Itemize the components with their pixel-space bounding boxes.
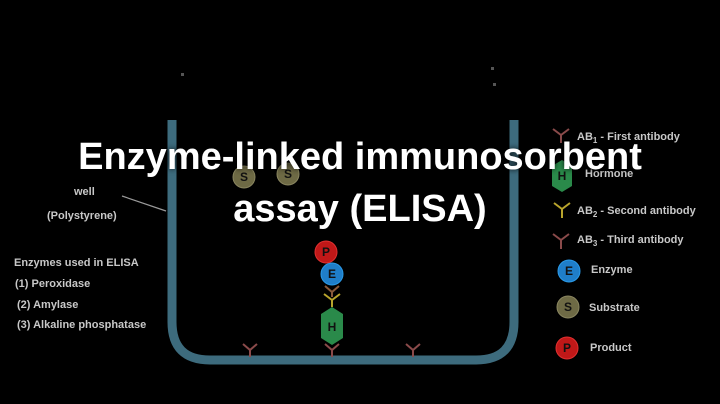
- bottom-antibody-center: [325, 344, 339, 357]
- bottom-antibody-right: [406, 344, 420, 357]
- enzyme-item-peroxidase: (1) Peroxidase: [15, 278, 90, 290]
- enzyme-item-alkaline-phosphatase: (3) Alkaline phosphatase: [17, 319, 146, 331]
- well-top-mark-right: [491, 67, 494, 70]
- enzymes-heading: Enzymes used in ELISA: [14, 257, 139, 269]
- legend-product-letter: P: [563, 341, 571, 355]
- stack-hormone-letter: H: [328, 320, 337, 334]
- legend-ab3-prefix: AB: [577, 234, 593, 246]
- legend-enzyme-letter: E: [565, 264, 573, 278]
- bottom-antibody-left: [243, 344, 257, 357]
- title-line-2: assay (ELISA): [0, 186, 720, 232]
- title-line-1: Enzyme-linked immunosorbent: [0, 134, 720, 180]
- stack-enzyme-letter: E: [328, 267, 336, 281]
- legend-substrate-label: Substrate: [589, 302, 640, 314]
- enzyme-item-amylase: (2) Amylase: [17, 299, 78, 311]
- legend-ab3-text: - Third antibody: [597, 234, 683, 246]
- legend-ab3-label: AB3 - Third antibody: [577, 234, 684, 248]
- well-top-mark-right2: [493, 83, 496, 86]
- legend-product-label: Product: [590, 342, 632, 354]
- legend-substrate-letter: S: [564, 300, 572, 314]
- legend-enzyme-label: Enzyme: [591, 264, 633, 276]
- stack-product-letter: P: [322, 245, 330, 259]
- well-top-mark-left: [181, 73, 184, 76]
- legend-ab3-icon: [553, 234, 569, 249]
